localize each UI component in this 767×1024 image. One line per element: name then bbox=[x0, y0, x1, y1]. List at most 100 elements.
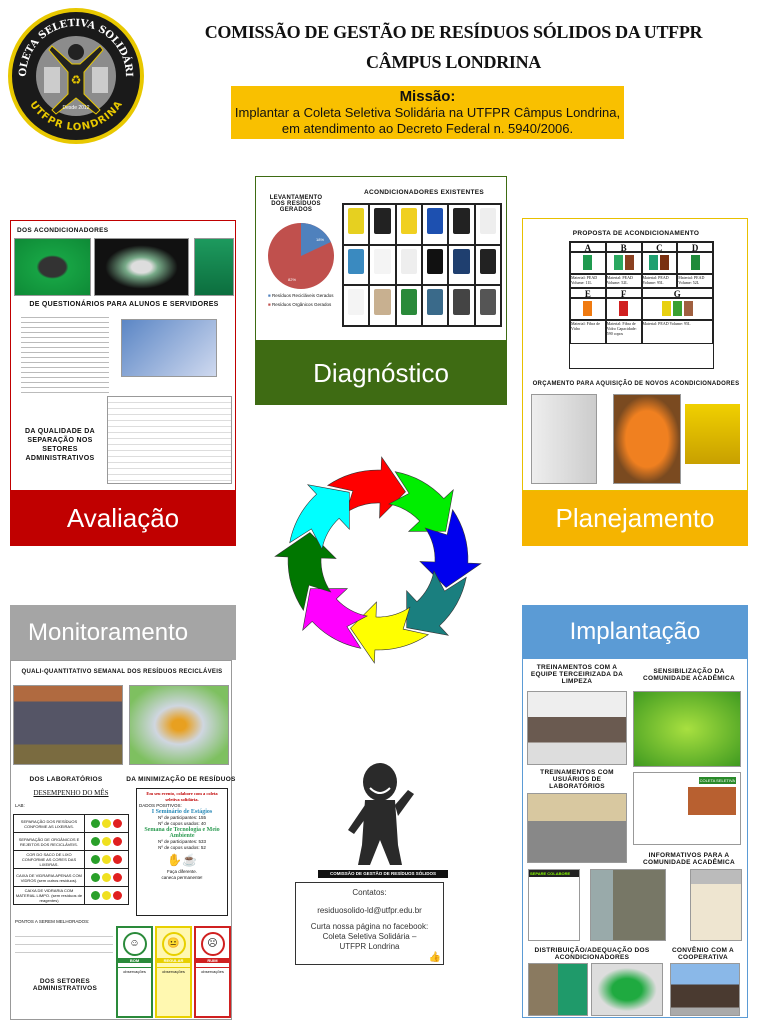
regular-face-icon bbox=[102, 854, 111, 864]
page-subtitle: CÂMPUS LONDRINA bbox=[366, 52, 541, 72]
option-description: Material: Fibra de Vidro Capacidade: 590… bbox=[605, 320, 642, 344]
page-title: COMISSÃO DE GESTÃO DE RESÍDUOS SÓLIDOS D… bbox=[204, 22, 703, 42]
photo-new-bins bbox=[528, 963, 588, 1016]
section-heading: PROPOSTA DE ACONDICIONAMENTO bbox=[572, 230, 700, 237]
contact-title: Contatos: bbox=[352, 888, 387, 897]
photo-recycle-bin bbox=[194, 238, 234, 296]
existing-bin-photo bbox=[474, 204, 501, 245]
minimization-box: Em seu evento, colabore com a coleta sel… bbox=[136, 788, 228, 916]
pie-label-organic: 82% bbox=[288, 277, 296, 282]
stage-avaliacao: Avaliação bbox=[10, 491, 236, 546]
lab-label: LAB: bbox=[15, 803, 25, 808]
implantacao-panel: TREINAMENTOS COM A EQUIPE TERCEIRIZADA D… bbox=[522, 658, 748, 1018]
option-bin-image bbox=[605, 252, 642, 274]
mascot-figure bbox=[348, 763, 414, 865]
cycle-arrow bbox=[350, 601, 430, 664]
existing-bin-photo bbox=[422, 285, 449, 326]
option-letter: C bbox=[641, 242, 678, 252]
section-heading: DOS SETORES ADMINISTRATIVOS bbox=[32, 978, 98, 992]
option-bin-image bbox=[641, 298, 713, 320]
mission-text: Implantar a Coleta Seletiva Solidária na… bbox=[234, 105, 621, 136]
logo-since: Desde 2012 bbox=[63, 105, 90, 111]
cycle-arrow bbox=[406, 570, 467, 636]
section-heading: DA MINIMIZAÇÃO DE RESÍDUOS bbox=[126, 776, 236, 783]
section-heading: DE QUESTIONÁRIOS PARA ALUNOS E SERVIDORE… bbox=[29, 301, 219, 308]
section-heading: QUALI-QUANTITATIVO SEMANAL DOS RESÍDUOS … bbox=[21, 669, 223, 675]
existing-bin-photo bbox=[395, 204, 422, 245]
section-heading: DISTRIBUIÇÃO/ADEQUAÇÃO DOS ACONDICIONADO… bbox=[534, 947, 650, 961]
photo-lab-training bbox=[527, 793, 627, 863]
cycle-arrow bbox=[326, 456, 406, 519]
bad-face-icon bbox=[113, 890, 122, 900]
photo-green-bin bbox=[14, 238, 91, 296]
good-face-icon bbox=[91, 854, 100, 864]
pie-slice-recyclable bbox=[301, 223, 331, 256]
cycle-arrow bbox=[302, 588, 368, 649]
existing-bin-photo bbox=[422, 244, 449, 286]
photo-cooperative-truck bbox=[670, 963, 740, 1016]
regular-face-icon bbox=[102, 890, 111, 900]
pie-label-recyclable: 18% bbox=[316, 237, 324, 242]
existing-bin-photo bbox=[343, 204, 370, 245]
option-letter: G bbox=[641, 288, 713, 298]
option-bin-image bbox=[677, 252, 713, 274]
criteria-row: CAIXA DE VIDRARIA APENAS COM VIDROS (sem… bbox=[13, 868, 129, 887]
existing-bin-photo bbox=[448, 285, 475, 326]
existing-bin-photo bbox=[343, 244, 370, 286]
photo-poster-floor bbox=[690, 869, 742, 941]
option-description: Material: PEAD Volume: 52L bbox=[677, 274, 713, 288]
section-heading: DOS ACONDICIONADORES bbox=[17, 227, 109, 234]
cartoon-image bbox=[121, 319, 217, 377]
regular-face-icon bbox=[102, 836, 111, 846]
photo-orange-bin bbox=[613, 394, 681, 484]
stage-planejamento: Planejamento bbox=[522, 491, 748, 546]
logo: ♻ COLETA SELETIVA SOLIDÁRIA UTFPR LONDRI… bbox=[8, 8, 144, 144]
criteria-row: SEPARAÇÃO DE ORGÂNICOS E REJEITOS DOS RE… bbox=[13, 832, 129, 851]
section-heading: DOS LABORATÓRIOS bbox=[29, 776, 103, 783]
performance-title: DESEMPENHO DO MÊS bbox=[33, 789, 109, 797]
stage-diagnostico: Diagnóstico bbox=[255, 341, 507, 405]
existing-bin-photo bbox=[369, 244, 396, 286]
questionnaire-image bbox=[21, 313, 109, 393]
bad-face-icon bbox=[113, 854, 122, 864]
good-face-icon bbox=[91, 872, 100, 882]
facebook-link[interactable]: Curta nossa página no facebook: Coleta S… bbox=[310, 922, 429, 951]
option-letter: D bbox=[677, 242, 713, 252]
good-face-icon bbox=[91, 890, 100, 900]
photo-collector-box bbox=[531, 394, 597, 484]
criteria-row: SEPARAÇÃO DOS RESÍDUOS CONFORME AS LIXEI… bbox=[13, 814, 129, 833]
informative-leaflet: COLETA SELETIVA bbox=[633, 772, 741, 845]
option-description: Material: PEAD Volume: 95L bbox=[641, 320, 713, 344]
section-heading: ORÇAMENTO PARA AQUISIÇÃO DE NOVOS ACONDI… bbox=[532, 381, 740, 387]
pie-legend: ■ Resíduos Recicláveis Gerados ■ Resíduo… bbox=[268, 293, 334, 307]
mission-box: Missão: Implantar a Coleta Seletiva Soli… bbox=[231, 86, 624, 139]
section-heading: SENSIBILIZAÇÃO DA COMUNIDADE ACADÊMICA bbox=[642, 668, 736, 682]
existing-bin-photo bbox=[395, 285, 422, 326]
bad-face-icon bbox=[113, 818, 122, 828]
photo-training-cleaning bbox=[527, 691, 627, 765]
option-letter: F bbox=[605, 288, 642, 298]
photo-yellow-box bbox=[685, 404, 740, 464]
option-letter: B bbox=[605, 242, 642, 252]
photo-collection-cage bbox=[13, 685, 123, 765]
stage-monitoramento: Monitoramento bbox=[10, 605, 236, 660]
mission-label: Missão: bbox=[399, 88, 456, 105]
avaliacao-panel: DOS ACONDICIONADORES DE QUESTIONÁRIOS PA… bbox=[10, 220, 236, 491]
waste-pie-chart: 18% 82% bbox=[268, 223, 334, 289]
contact-email[interactable]: residuosolido-ld@utfpr.edu.br bbox=[317, 906, 422, 915]
photo-poster-wall bbox=[590, 869, 666, 941]
good-face-icon bbox=[91, 818, 100, 828]
existing-bin-photo bbox=[369, 204, 396, 245]
face-icon: 😐 bbox=[161, 932, 186, 956]
option-description: Material: PEAD Volume: 11L bbox=[570, 274, 606, 288]
option-bin-image bbox=[605, 298, 642, 320]
section-heading: TREINAMENTOS COM A EQUIPE TERCEIRIZADA D… bbox=[530, 664, 624, 685]
existing-title: ACONDICIONADORES EXISTENTES bbox=[363, 189, 485, 196]
option-bin-image bbox=[570, 298, 606, 320]
option-letter: E bbox=[570, 288, 606, 298]
cycle-arrow bbox=[274, 532, 337, 612]
diagnostico-panel: LEVANTAMENTO DOS RESÍDUOS GERADOS 18% 82… bbox=[255, 176, 507, 341]
